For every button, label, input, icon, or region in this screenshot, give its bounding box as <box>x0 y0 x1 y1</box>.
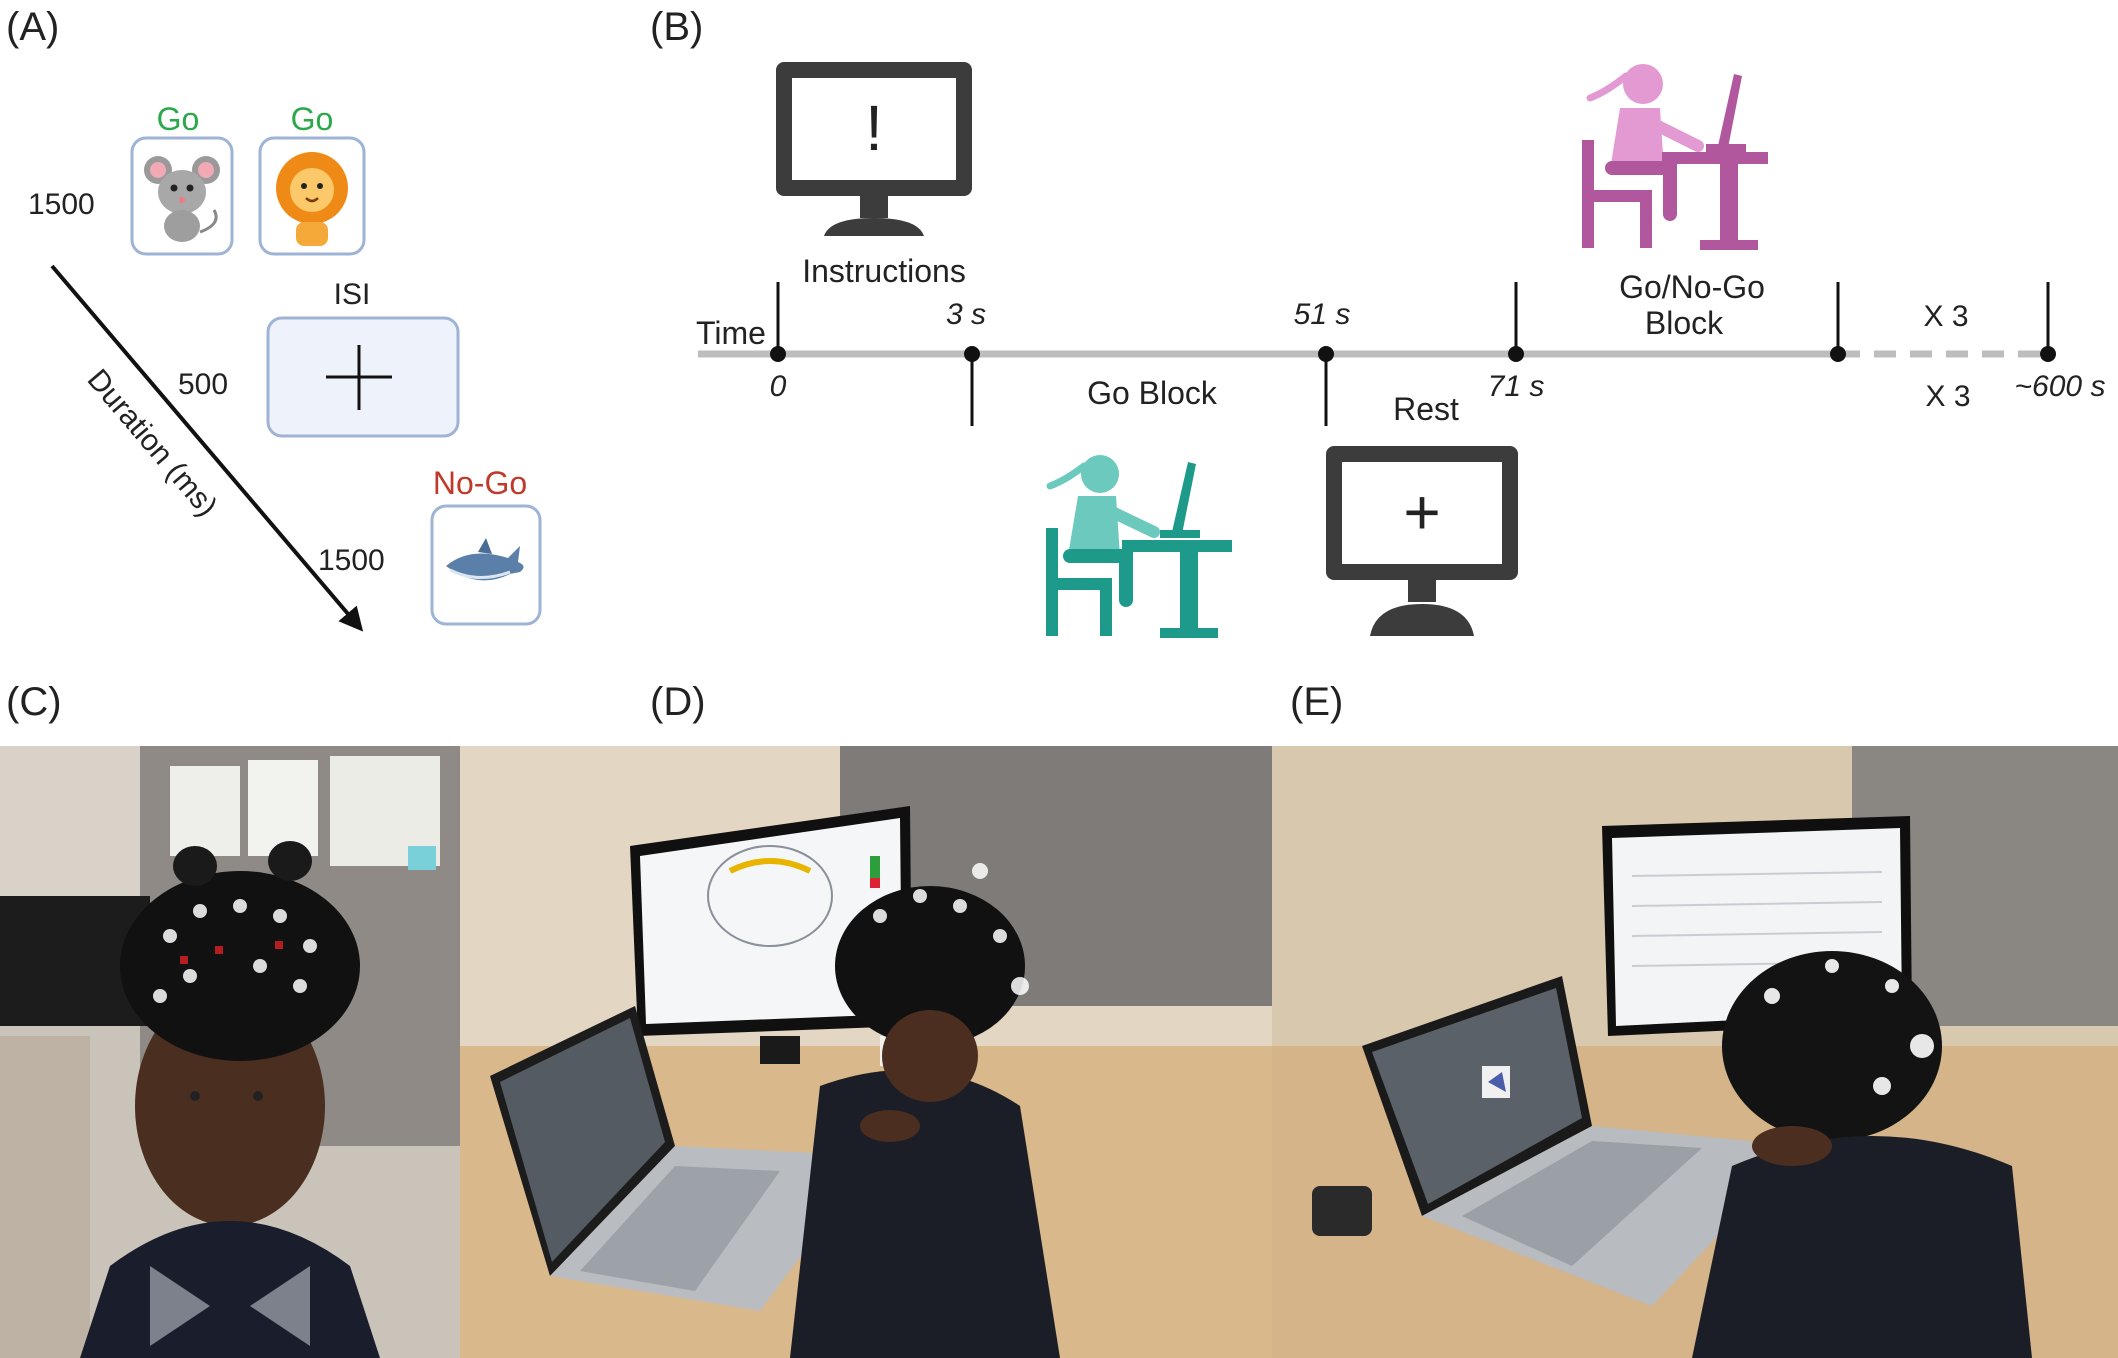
panel-d-label: (D) <box>650 680 706 724</box>
go-card-lion <box>258 136 366 256</box>
nogo-card-shark <box>430 504 542 626</box>
photo-c-child-with-eeg-cap <box>0 746 460 1358</box>
nogo-label: No-Go <box>433 465 527 501</box>
repeat-label-top: X 3 <box>1923 300 1968 333</box>
duration-500: 500 <box>178 368 228 401</box>
gonogo-person-at-desk-icon <box>1582 64 1768 250</box>
go-card-mouse <box>130 136 234 256</box>
go-label-2: Go <box>291 101 334 137</box>
tick-label-600s: ~600 s <box>2015 370 2106 403</box>
lion-icon <box>276 152 348 246</box>
panel-a-label: (A) <box>6 5 59 49</box>
tick-label-71s: 71 s <box>1488 370 1545 403</box>
go-label-1: Go <box>157 101 200 137</box>
photo-d-child-at-laptop <box>460 746 1272 1358</box>
panel-b-label: (B) <box>650 5 703 49</box>
duration-1500-first: 1500 <box>28 188 95 221</box>
laptop-d <box>490 1006 875 1311</box>
gonogo-block-label-line1: Go/No-Go <box>1619 269 1765 305</box>
duration-arrow <box>50 264 364 632</box>
panel-a: (A) Go Go 1500 ISI <box>6 5 542 632</box>
go-person-at-desk-icon <box>1046 455 1232 638</box>
photo-e-child-playing-game <box>1272 746 2118 1358</box>
tick-label-3s: 3 s <box>946 298 986 331</box>
laptop-e <box>1362 976 1802 1306</box>
panel-b: (B) ! Instructions <box>650 5 2106 638</box>
instructions-label: Instructions <box>802 253 966 289</box>
rest-monitor-icon: + <box>1326 446 1518 636</box>
panel-c-label: (C) <box>6 680 62 724</box>
tick-label-0: 0 <box>770 370 787 403</box>
panel-e-label: (E) <box>1290 680 1344 724</box>
instructions-symbol: ! <box>865 92 883 164</box>
duration-1500-second: 1500 <box>318 544 385 577</box>
time-axis-label: Time <box>696 315 766 351</box>
isi-card <box>266 316 460 438</box>
go-block-label: Go Block <box>1087 375 1218 411</box>
rest-label: Rest <box>1393 391 1459 427</box>
instructions-monitor-icon: ! <box>776 62 972 236</box>
mouse-icon <box>144 156 220 242</box>
rest-symbol: + <box>1403 476 1440 548</box>
repeat-label-bottom: X 3 <box>1925 380 1970 413</box>
timeline-ticks <box>776 282 2050 426</box>
timeline-dots <box>770 346 2056 362</box>
fixation-cross-icon <box>326 345 392 410</box>
isi-label: ISI <box>334 278 371 311</box>
tick-label-51s: 51 s <box>1294 298 1351 331</box>
shark-icon <box>446 538 524 581</box>
gonogo-block-label-line2: Block <box>1645 305 1724 341</box>
